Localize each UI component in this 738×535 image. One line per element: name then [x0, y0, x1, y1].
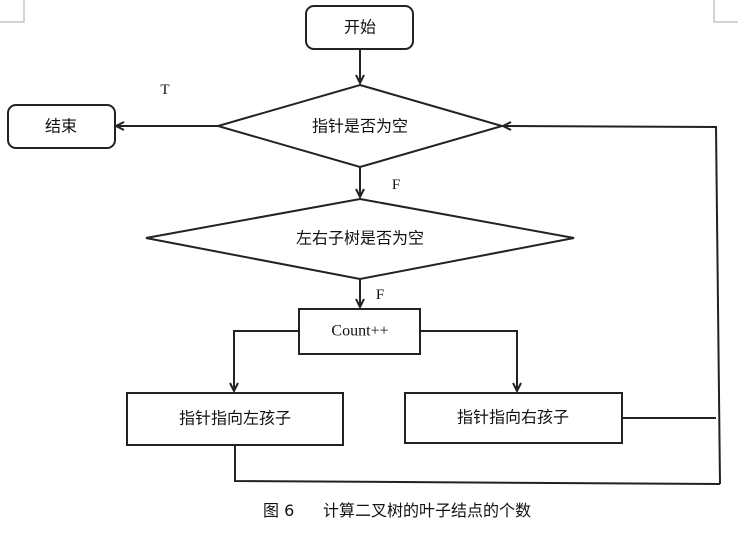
page-corner-mark	[0, 0, 25, 23]
page-corner-mark	[713, 0, 738, 23]
count-node	[298, 308, 421, 355]
right-child-node	[404, 392, 623, 444]
end-node-label: 结束	[45, 117, 77, 136]
left-child-node	[126, 392, 344, 446]
false-branch-label-1: F	[392, 177, 400, 193]
edge-loop-up	[503, 126, 721, 485]
count-node-label: Count++	[331, 323, 388, 340]
true-branch-label: T	[160, 82, 169, 98]
end-node	[7, 104, 116, 149]
edge-count-to-left	[234, 330, 299, 391]
left-child-node-label: 指针指向左孩子	[179, 409, 291, 428]
right-child-node-label: 指针指向右孩子	[457, 408, 569, 427]
false-branch-label-2: F	[376, 287, 384, 303]
figure-caption: 计算二叉树的叶子结点的个数	[323, 501, 531, 520]
edge-left-loop-back	[234, 445, 721, 485]
decision-children-null	[145, 197, 575, 281]
start-node-label: 开始	[344, 18, 376, 37]
decision-pointer-null-label: 指针是否为空	[312, 117, 408, 136]
decision-children-null-label: 左右子树是否为空	[296, 229, 424, 248]
decision-pointer-null	[214, 83, 506, 169]
figure-number: 图 6	[263, 501, 294, 520]
edge-count-to-right	[420, 330, 517, 391]
start-node	[305, 5, 414, 50]
